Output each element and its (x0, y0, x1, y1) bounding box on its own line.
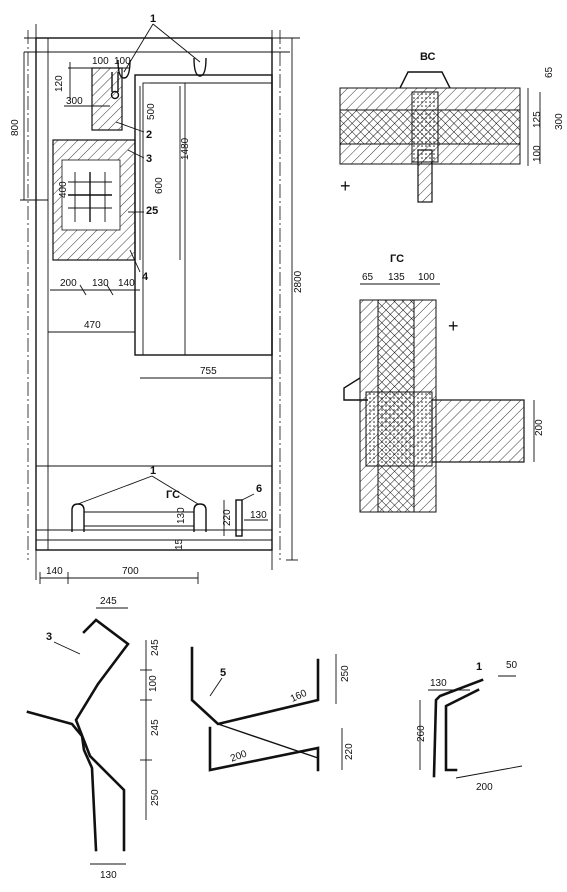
dim-15: 15 (174, 538, 185, 550)
gs-dim-135: 135 (388, 272, 405, 283)
dim-200: 200 (60, 278, 77, 289)
upper-lug (91, 67, 123, 131)
callout-3: 3 (146, 153, 152, 165)
callout-1-bottom: 1 (150, 465, 156, 477)
gs-dim-200: 200 (534, 419, 545, 436)
plus-symbol-a: + (340, 176, 351, 196)
vs-dim-300: 300 (554, 113, 565, 130)
panel-elevation (24, 24, 300, 580)
vs-dim-65: 65 (544, 66, 555, 78)
r3-dim-130: 130 (100, 870, 117, 881)
dim-300: 300 (66, 96, 83, 107)
rebar-3-callout: 3 (46, 631, 52, 643)
dim-120: 120 (54, 75, 65, 92)
dim-140-b: 140 (46, 566, 63, 577)
dim-130-b: 130 (176, 507, 187, 524)
dim-1480: 1480 (180, 137, 191, 160)
gs-dim-65: 65 (362, 272, 374, 283)
dim-755: 755 (200, 366, 217, 377)
vs-dim-100: 100 (532, 145, 543, 162)
dim-600: 600 (154, 177, 165, 194)
rebar-3-detail: 245 245 100 245 250 130 3 (26, 596, 161, 881)
gs-marker: ГС (166, 489, 180, 501)
plus-symbol-b: + (448, 316, 459, 336)
r3-dim-245-c: 245 (150, 719, 161, 736)
dim-700: 700 (122, 566, 139, 577)
r3-dim-100: 100 (148, 675, 159, 692)
dim-400: 400 (58, 181, 69, 198)
panel-callouts: 1 2 3 25 4 1 ГС 6 (77, 13, 262, 505)
dim-100-a: 100 (92, 56, 109, 67)
r3-dim-245-b: 245 (150, 639, 161, 656)
callout-25: 25 (146, 205, 158, 217)
callout-4: 4 (142, 271, 149, 283)
callout-1-top: 1 (150, 13, 156, 25)
dim-130-c: 130 (250, 510, 267, 521)
rebar-5-callout: 5 (220, 667, 226, 679)
r1-dim-200: 200 (476, 782, 493, 793)
gs-dim-100: 100 (418, 272, 435, 283)
r3-dim-245-a: 245 (100, 596, 117, 607)
section-vs-label: ВС (420, 51, 436, 63)
r1-dim-130: 130 (430, 678, 447, 689)
r1-dim-260: 260 (416, 725, 427, 742)
callout-2: 2 (146, 129, 152, 141)
dim-220: 220 (222, 509, 233, 526)
dim-140: 140 (118, 278, 135, 289)
rebar-1-callout: 1 (476, 661, 482, 673)
rebar-1-detail: 130 1 50 260 200 (416, 660, 523, 793)
dim-470: 470 (84, 320, 101, 331)
callout-6: 6 (256, 483, 262, 495)
vs-dim-125: 125 (532, 111, 543, 128)
dim-2800: 2800 (293, 270, 304, 293)
r5-dim-220: 220 (344, 743, 355, 760)
section-gs: ГС 65 135 100 + 200 (343, 253, 545, 513)
section-vs: ВС + 65 125 300 100 (339, 51, 565, 203)
section-gs-label: ГС (390, 253, 404, 265)
rebar-5-detail: 5 250 160 200 220 (190, 646, 355, 772)
dim-800: 800 (10, 119, 21, 136)
r5-dim-250: 250 (340, 665, 351, 682)
dim-500: 500 (146, 103, 157, 120)
dim-100-b: 100 (114, 56, 131, 67)
dim-130: 130 (92, 278, 109, 289)
r3-dim-250: 250 (150, 789, 161, 806)
panel-dimensions: 100 100 120 300 800 500 600 400 1480 200… (10, 38, 304, 584)
r1-dim-50: 50 (506, 660, 518, 671)
